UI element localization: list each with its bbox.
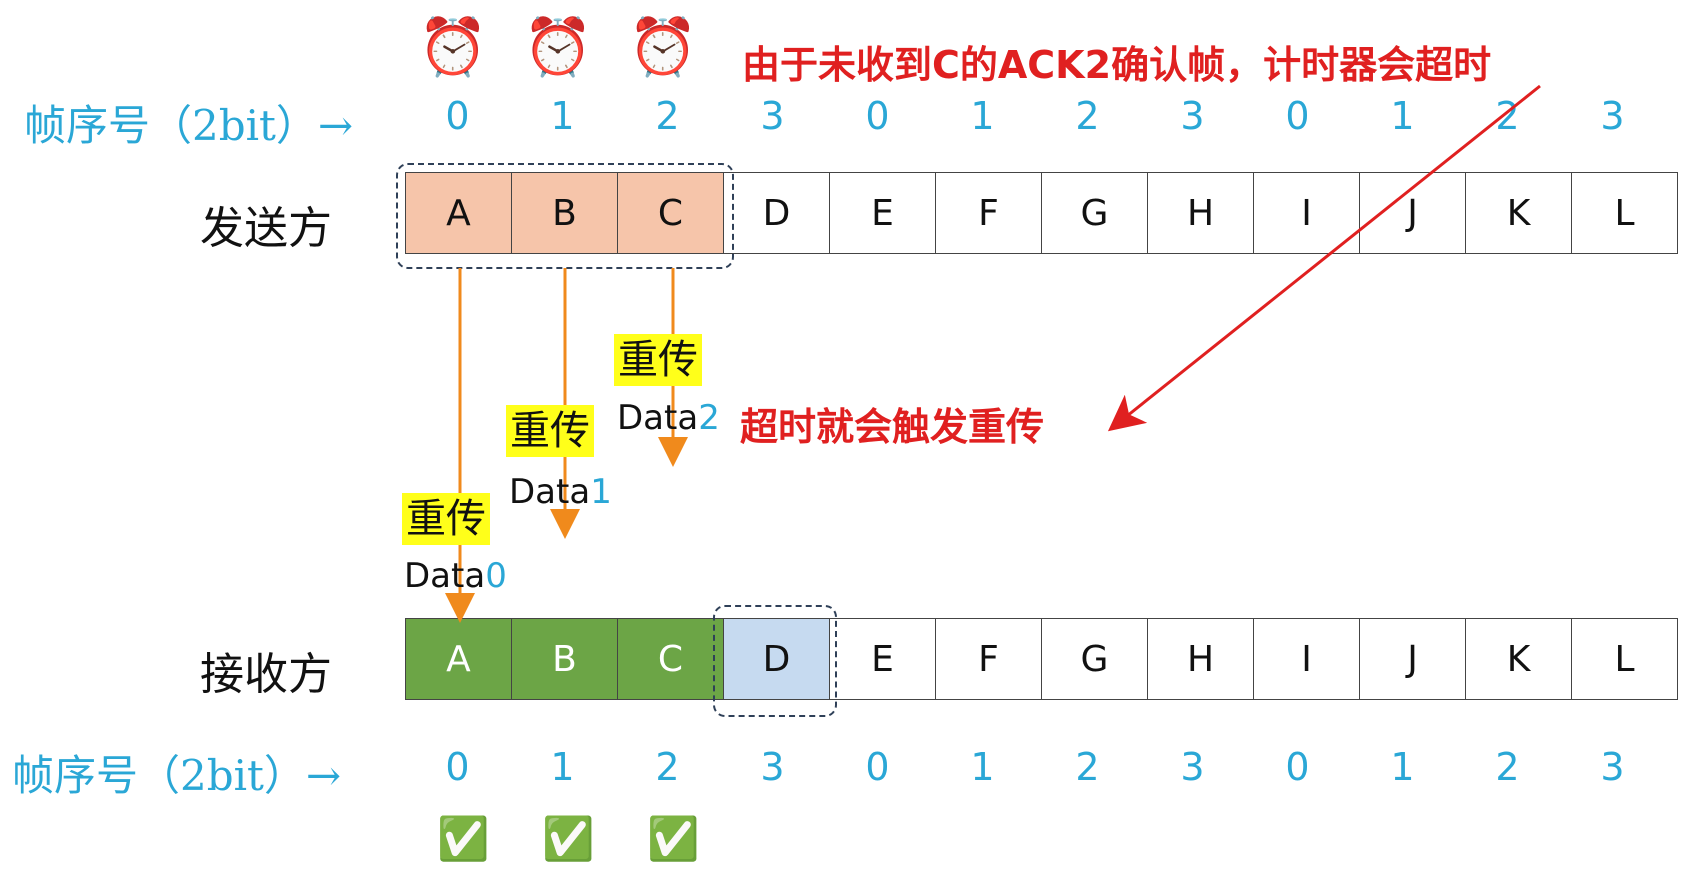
sequence-number-top-1: 1	[550, 94, 575, 138]
alarm-clock-icon: ⏰	[523, 15, 593, 80]
sender-frame-i: I	[1253, 172, 1360, 254]
sequence-number-bottom-9: 1	[1390, 745, 1415, 789]
sequence-number-top-6: 2	[1075, 94, 1100, 138]
sequence-number-top-7: 3	[1180, 94, 1205, 138]
sequence-label-bottom: 帧序号（2bit）→	[12, 751, 342, 800]
receiver-label: 接收方	[200, 649, 332, 700]
check-icon: ✅	[437, 814, 490, 863]
sequence-number-bottom-7: 3	[1180, 745, 1205, 789]
alarm-clock-icon: ⏰	[418, 15, 488, 80]
sender-frame-c: C	[617, 172, 724, 254]
sender-frame-a: A	[405, 172, 512, 254]
receiver-frame-j: J	[1359, 618, 1466, 700]
retransmit-tag-2: 重传	[614, 334, 702, 386]
sender-frame-g: G	[1041, 172, 1148, 254]
data-index: 2	[698, 398, 720, 438]
sequence-number-top-2: 2	[655, 94, 680, 138]
data-text: Data	[404, 556, 486, 596]
sender-frame-d: D	[723, 172, 830, 254]
timeout-pointer-arrow	[1107, 84, 1541, 432]
receiver-frame-k: K	[1465, 618, 1572, 700]
receiver-frame-h: H	[1147, 618, 1254, 700]
sequence-label-top: 帧序号（2bit）→	[24, 101, 354, 150]
sequence-number-bottom-5: 1	[970, 745, 995, 789]
sequence-number-top-10: 2	[1495, 94, 1520, 138]
sequence-number-top-11: 3	[1600, 94, 1625, 138]
timeout-note: 由于未收到C的ACK2确认帧，计时器会超时	[742, 43, 1492, 87]
sender-frame-f: F	[935, 172, 1042, 254]
data-index: 1	[590, 472, 612, 512]
sequence-number-bottom-10: 2	[1495, 745, 1520, 789]
sender-frame-l: L	[1571, 172, 1678, 254]
sender-frame-k: K	[1465, 172, 1572, 254]
data-label-1: Data1	[509, 472, 612, 512]
retransmit-tag-0: 重传	[402, 493, 490, 545]
sequence-number-bottom-2: 2	[655, 745, 680, 789]
sequence-number-top-4: 0	[865, 94, 890, 138]
receiver-frame-f: F	[935, 618, 1042, 700]
data-index: 0	[485, 556, 507, 596]
receiver-frame-b: B	[511, 618, 618, 700]
alarm-clock-icon: ⏰	[628, 15, 698, 80]
sender-frame-j: J	[1359, 172, 1466, 254]
receiver-frame-a: A	[405, 618, 512, 700]
sequence-number-top-9: 1	[1390, 94, 1415, 138]
sequence-number-top-3: 3	[760, 94, 785, 138]
data-label-2: Data2	[617, 398, 720, 438]
receiver-frame-g: G	[1041, 618, 1148, 700]
check-icon: ✅	[542, 814, 595, 863]
sequence-number-bottom-1: 1	[550, 745, 575, 789]
receiver-frame-e: E	[829, 618, 936, 700]
data-text: Data	[509, 472, 591, 512]
sequence-number-top-8: 0	[1285, 94, 1310, 138]
receiver-frame-l: L	[1571, 618, 1678, 700]
sequence-number-bottom-3: 3	[760, 745, 785, 789]
sender-label: 发送方	[200, 203, 332, 254]
sender-frame-h: H	[1147, 172, 1254, 254]
sequence-number-top-5: 1	[970, 94, 995, 138]
data-label-0: Data0	[404, 556, 507, 596]
sequence-number-bottom-6: 2	[1075, 745, 1100, 789]
sequence-number-bottom-0: 0	[445, 745, 470, 789]
data-text: Data	[617, 398, 699, 438]
retransmit-note: 超时就会触发重传	[740, 405, 1045, 449]
receiver-frame-d: D	[723, 618, 830, 700]
sender-frame-e: E	[829, 172, 936, 254]
sequence-number-bottom-4: 0	[865, 745, 890, 789]
check-icon: ✅	[647, 814, 700, 863]
sequence-number-top-0: 0	[445, 94, 470, 138]
sequence-number-bottom-8: 0	[1285, 745, 1310, 789]
sequence-number-bottom-11: 3	[1600, 745, 1625, 789]
receiver-frame-c: C	[617, 618, 724, 700]
retransmit-tag-1: 重传	[506, 405, 594, 457]
